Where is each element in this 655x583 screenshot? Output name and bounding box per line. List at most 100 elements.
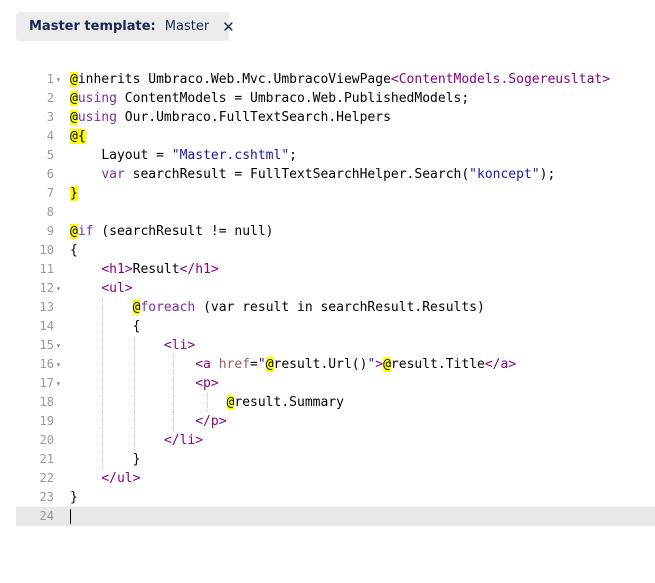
code-line[interactable]: 1 ▾ @inherits Umbraco.Web.Mvc.UmbracoVie… [16, 70, 655, 89]
html-tag: </ul> [101, 471, 141, 486]
string-literal: " [257, 357, 266, 372]
razor-marker: @ [70, 91, 78, 106]
code-line[interactable]: 5 Layout = "Master.cshtml"; [16, 146, 655, 165]
line-number: 7 [46, 186, 54, 200]
razor-marker: @ [265, 357, 274, 372]
string-literal: "Master.cshtml" [171, 148, 290, 163]
razor-marker: @ [383, 357, 391, 372]
code-line[interactable]: 3 @using Our.Umbraco.FullTextSearch.Help… [16, 108, 655, 127]
html-tag: <li> [163, 338, 196, 353]
line-number: 18 [39, 395, 54, 409]
html-tag: </p> [195, 414, 227, 429]
line-number: 16 [39, 357, 54, 371]
indent-guide [102, 374, 103, 393]
indent-guide [134, 412, 135, 431]
line-number: 22 [39, 471, 54, 485]
razor-marker: @ [226, 395, 235, 410]
line-number: 3 [46, 110, 54, 124]
html-tag: > [375, 357, 384, 372]
indent-guide [134, 431, 135, 450]
code-text: ); [539, 167, 556, 182]
line-number: 4 [46, 129, 54, 143]
indent-guide [207, 393, 208, 412]
code-line[interactable]: 11 <h1>Result</h1> [16, 260, 655, 279]
indent-guide [102, 431, 103, 450]
indent-guide [173, 412, 174, 431]
master-template-value[interactable]: Master [164, 19, 210, 34]
code-line[interactable]: 9 @if (searchResult != null) [16, 222, 655, 241]
directive-keyword: using [77, 110, 117, 125]
code-line[interactable]: 15 ▾ <li> [16, 336, 655, 355]
line-number: 1 [46, 72, 54, 86]
code-line[interactable]: 23 } [16, 488, 655, 507]
code-line[interactable]: 4 @{ [16, 127, 655, 146]
code-line[interactable]: 14 { [16, 317, 655, 336]
line-number: 14 [39, 319, 54, 333]
code-line[interactable]: 6 var searchResult = FullTextSearchHelpe… [16, 165, 655, 184]
code-text: result.Title [390, 357, 485, 372]
line-number: 17 [39, 376, 54, 390]
indent-guide [102, 393, 103, 412]
fold-arrow-icon[interactable]: ▾ [56, 75, 61, 84]
string-literal: "koncept" [469, 167, 540, 182]
code-text: } [70, 490, 78, 505]
line-number: 13 [39, 300, 54, 314]
line-number: 9 [46, 224, 54, 238]
indent-guide [134, 393, 135, 412]
indent-guide [134, 355, 135, 374]
master-template-label: Master template: [29, 19, 156, 34]
fold-arrow-icon[interactable]: ▾ [56, 341, 61, 350]
line-number: 19 [39, 414, 54, 428]
code-text: Our.Umbraco.FullTextSearch.Helpers [116, 110, 391, 125]
line-number: 23 [39, 490, 54, 504]
code-text: searchResult = FullTextSearchHelper.Sear… [124, 167, 470, 182]
generic-type: <ContentModels.Sogereusltat> [390, 72, 611, 87]
razor-marker: @ [70, 224, 78, 239]
indent-guide [102, 412, 103, 431]
code-line[interactable]: 16 ▾ <a href="@result.Url()">@result.Tit… [16, 355, 655, 374]
keyword: var [101, 167, 125, 182]
indent-guide [102, 450, 103, 469]
remove-master-template-close-icon[interactable]: ✕ [222, 17, 235, 36]
code-line[interactable]: 20 </li> [16, 431, 655, 450]
code-editor[interactable]: 1 ▾ @inherits Umbraco.Web.Mvc.UmbracoVie… [16, 70, 655, 530]
indent-guide [173, 374, 174, 393]
master-template-bar: Master template: Master ✕ [16, 12, 235, 41]
directive-keyword: inherits [77, 72, 141, 87]
code-line[interactable]: 10 { [16, 241, 655, 260]
razor-marker: @ [70, 72, 78, 87]
code-line[interactable]: 13 @foreach (var result in searchResult.… [16, 298, 655, 317]
code-line[interactable]: 22 </ul> [16, 469, 655, 488]
html-attribute: href [218, 357, 251, 372]
html-tag: <p> [195, 376, 219, 391]
line-number: 20 [39, 433, 54, 447]
code-text: { [70, 243, 78, 258]
code-text: (searchResult != null) [93, 224, 274, 239]
string-literal: " [367, 357, 376, 372]
razor-marker: @ [132, 300, 141, 315]
code-text: = [250, 357, 258, 372]
code-line[interactable]: 17 ▾ <p> [16, 374, 655, 393]
html-tag: <a [195, 357, 219, 372]
fold-arrow-icon[interactable]: ▾ [56, 360, 61, 369]
code-text: result.Summary [234, 395, 344, 410]
code-text: { [132, 319, 141, 334]
line-number: 15 [39, 338, 54, 352]
code-line[interactable]: 2 @using ContentModels = Umbraco.Web.Pub… [16, 89, 655, 108]
code-text: Result [132, 262, 180, 277]
code-line[interactable]: 21 } [16, 450, 655, 469]
code-line[interactable]: 7 } [16, 184, 655, 203]
keyword: if [77, 224, 94, 239]
code-text: ; [289, 148, 297, 163]
line-number: 11 [39, 262, 54, 276]
line-number: 10 [39, 243, 54, 257]
code-line[interactable]: 8 [16, 203, 655, 222]
html-tag: </h1> [179, 262, 219, 277]
line-number: 12 [39, 281, 54, 295]
code-line[interactable]: 19 </p> [16, 412, 655, 431]
active-code-line[interactable]: 24 [16, 507, 655, 526]
fold-arrow-icon[interactable]: ▾ [56, 379, 61, 388]
code-line[interactable]: 18 @result.Summary [16, 393, 655, 412]
code-line[interactable]: 12 ▾ <ul> [16, 279, 655, 298]
fold-arrow-icon[interactable]: ▾ [56, 284, 61, 293]
